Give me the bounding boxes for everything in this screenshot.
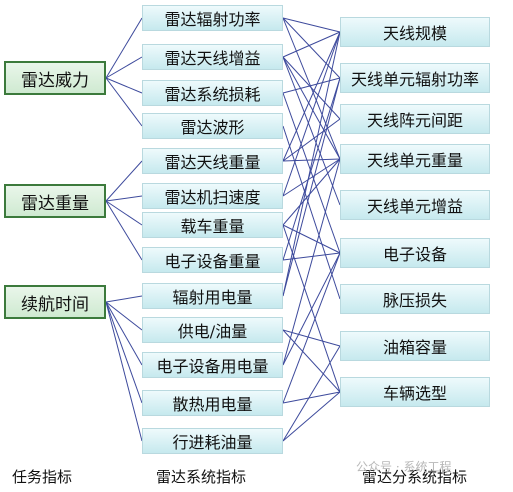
connector-line	[105, 301, 143, 331]
watermark: 公众号 · 系统工程	[356, 460, 452, 474]
connector-line	[282, 118, 341, 162]
subsystem-node: 天线单元增益	[340, 190, 490, 220]
subsystem-node: 天线规模	[340, 17, 490, 47]
subsystem-node: 脉压损失	[340, 284, 490, 314]
system-node: 电子设备重量	[142, 247, 283, 273]
subsystem-node: 车辆选型	[340, 377, 490, 407]
connector-line	[282, 391, 341, 404]
system-node: 行进耗油量	[142, 428, 283, 454]
connector-line	[282, 77, 341, 297]
connector-line	[282, 391, 341, 442]
connector-line	[282, 158, 341, 226]
connector-line	[105, 56, 143, 79]
connector-line	[105, 301, 143, 404]
connector-line	[282, 125, 341, 300]
connector-line	[282, 31, 341, 162]
connector-line	[282, 345, 341, 442]
connector-line	[282, 158, 341, 162]
connector-line	[282, 158, 341, 366]
connector-line	[282, 31, 341, 197]
system-node: 雷达机扫速度	[142, 183, 283, 209]
system-node: 电子设备用电量	[142, 352, 283, 378]
connector-line	[282, 17, 341, 79]
connector-line	[282, 77, 341, 94]
subsystem-node: 天线单元重量	[340, 144, 490, 174]
connector-line	[282, 77, 341, 261]
connector-line	[282, 31, 341, 297]
connector-line	[282, 158, 341, 197]
task-node-radar-weight: 雷达重量	[4, 184, 106, 218]
connector-line	[282, 329, 341, 347]
footer-label-system: 雷达系统指标	[156, 468, 247, 486]
system-node: 雷达系统损耗	[142, 80, 283, 106]
footer-label-subsystem: 雷达分系统指标	[362, 468, 468, 486]
connector-line	[282, 252, 341, 404]
system-node: 雷达天线增益	[142, 44, 283, 70]
connector-line	[105, 200, 143, 226]
connector-line	[282, 92, 341, 254]
connector-line	[105, 195, 143, 202]
connector-line	[282, 31, 341, 58]
connector-line	[105, 160, 143, 202]
connector-line	[105, 17, 143, 79]
subsystem-node: 油箱容量	[340, 331, 490, 361]
system-node: 辐射用电量	[142, 283, 283, 309]
connector-line	[282, 252, 341, 366]
system-node: 雷达辐射功率	[142, 5, 283, 31]
footer-label-task: 任务指标	[12, 468, 73, 486]
connector-line	[105, 77, 143, 94]
system-node: 雷达波形	[142, 113, 283, 139]
connector-line	[105, 301, 143, 442]
connector-line	[105, 301, 143, 366]
connector-line	[105, 295, 143, 303]
connector-line	[282, 56, 341, 206]
connector-line	[282, 56, 341, 160]
subsystem-node: 天线阵元间距	[340, 104, 490, 134]
system-node: 散热用电量	[142, 390, 283, 416]
system-node: 雷达天线重量	[142, 148, 283, 174]
task-node-endurance: 续航时间	[4, 285, 106, 319]
connector-line	[105, 200, 143, 261]
connector-line	[282, 17, 341, 33]
connector-line	[282, 329, 341, 393]
subsystem-node: 天线单元辐射功率	[340, 63, 490, 93]
subsystem-node: 电子设备	[340, 238, 490, 268]
task-node-radar-power: 雷达威力	[4, 61, 106, 95]
system-node: 供电/油量	[142, 317, 283, 343]
system-node: 载车重量	[142, 212, 283, 238]
connector-line	[105, 77, 143, 127]
